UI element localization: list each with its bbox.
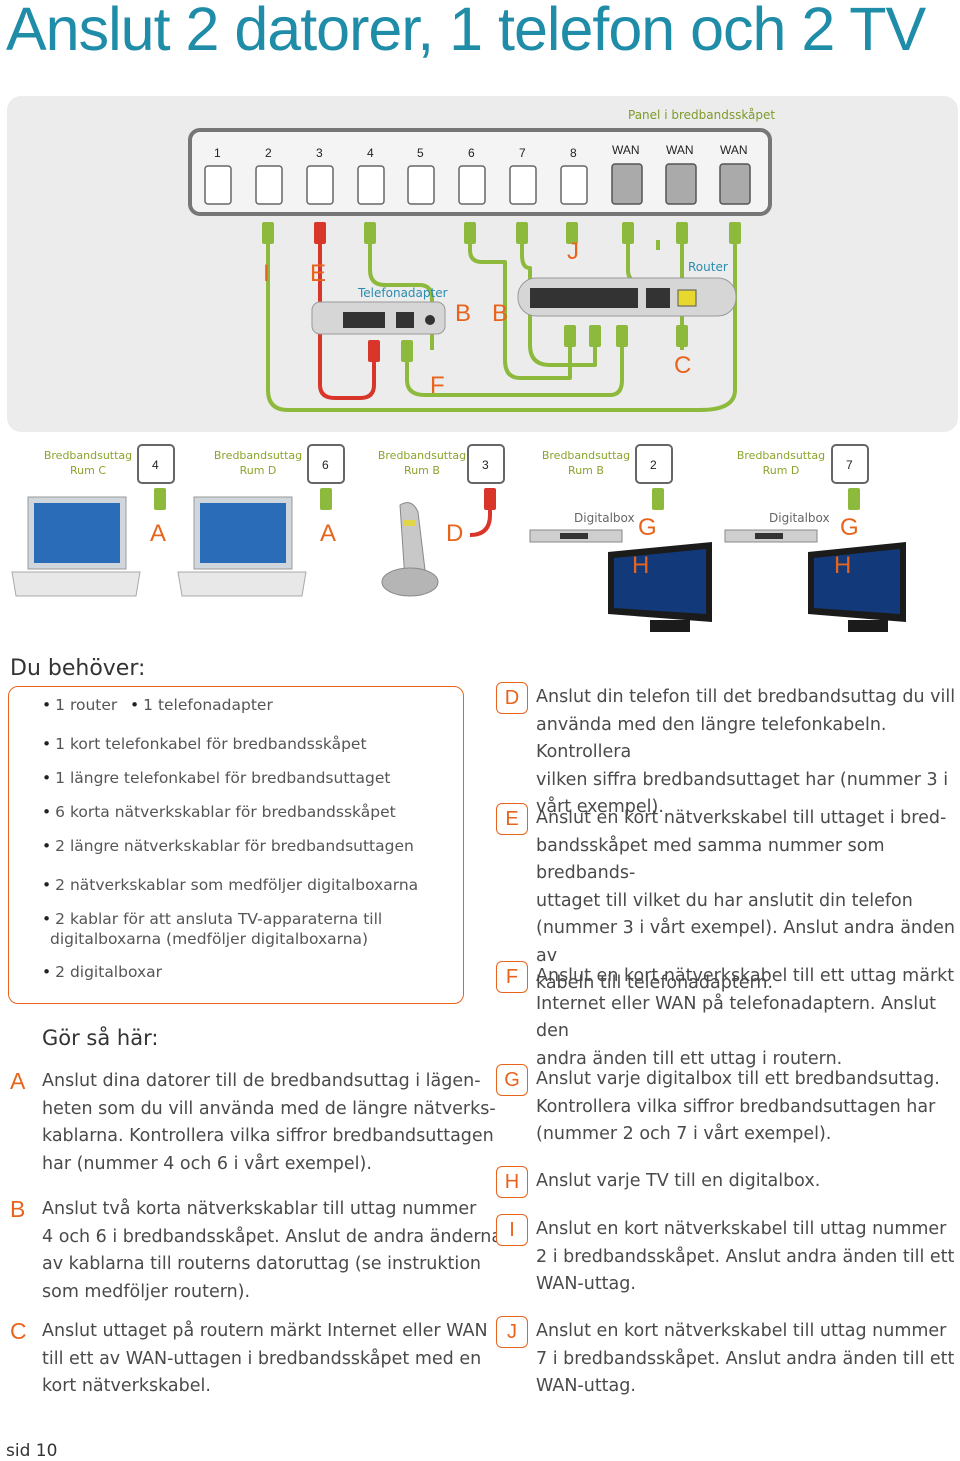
outlet-number: 4	[152, 458, 159, 472]
diagram-letter-g: G	[638, 514, 657, 541]
step-letter-f: F	[496, 961, 528, 993]
step-letter-h: H	[496, 1166, 528, 1198]
requirements-box	[8, 686, 464, 1004]
step-a-text: Anslut dina datorer till de bredbandsutt…	[42, 1071, 496, 1174]
panel-port-number: 5	[417, 146, 424, 160]
adapter-label: Telefonadapter	[358, 286, 448, 300]
page-number: sid 10	[6, 1441, 58, 1461]
outlet-number: 2	[650, 458, 657, 472]
diagram-letter-c: C	[674, 352, 692, 379]
requirement-item-continued: digitalboxarna (medföljer digitalboxarna…	[50, 930, 369, 948]
diagram-letter-e: E	[310, 260, 327, 287]
diagram-letter-a: A	[320, 520, 337, 547]
page-title: Anslut 2 datorer, 1 telefon och 2 TV	[6, 0, 926, 63]
requirement-item: •1 router	[42, 696, 118, 714]
panel-port-number: 2	[265, 146, 272, 160]
step-letter-a: A	[10, 1068, 26, 1094]
outlet-number: 7	[846, 458, 853, 472]
step-i-text: Anslut en kort nätverkskabel till uttag …	[536, 1219, 955, 1294]
step-letter-j: J	[496, 1316, 528, 1348]
diagram-letter-f: F	[430, 372, 445, 399]
panel-port-number: 3	[316, 146, 323, 160]
wan-port-label: WAN	[666, 143, 694, 157]
requirement-item: •1 längre telefonkabel för bredbandsutta…	[42, 769, 391, 787]
requirement-item: •6 korta nätverkskablar för bredbandsskå…	[42, 803, 396, 821]
diagram-letter-d: D	[446, 520, 464, 547]
diagram-letter-b: B	[455, 300, 472, 327]
panel-label: Panel i bredbandsskåpet	[628, 108, 776, 122]
diagram-letter-h: H	[632, 552, 650, 579]
step-letter-b: B	[10, 1196, 26, 1222]
requirement-item: •1 kort telefonkabel för bredbandsskåpet	[42, 735, 367, 753]
step-letter-e: E	[496, 803, 528, 835]
requirement-item: •2 längre nätverkskablar för bredbandsut…	[42, 837, 414, 855]
panel-port-number: 7	[519, 146, 526, 160]
step-b-text: Anslut två korta nätverkskablar till utt…	[42, 1199, 503, 1302]
requirement-item: •2 digitalboxar	[42, 963, 163, 981]
panel-port-number: 8	[570, 146, 577, 160]
panel-port-number: 6	[468, 146, 475, 160]
step-d-text: Anslut din telefon till det bredbandsutt…	[536, 687, 956, 817]
instructions-heading: Gör så här:	[42, 1026, 159, 1050]
panel-port-number: 4	[367, 146, 374, 160]
step-letter-g: G	[496, 1064, 528, 1096]
step-f-text: Anslut en kort nätverkskabel till ett ut…	[536, 966, 955, 1069]
wan-port-label: WAN	[720, 143, 748, 157]
requirement-item: •2 nätverkskablar som medföljer digitalb…	[42, 876, 419, 894]
step-c-text: Anslut uttaget på routern märkt Internet…	[42, 1321, 488, 1396]
step-letter-c: C	[10, 1318, 27, 1344]
telephone-device	[381, 502, 439, 597]
step-g-text: Anslut varje digitalbox till ett bredban…	[536, 1069, 940, 1144]
outlet-number: 6	[322, 458, 329, 472]
diagram-letter-h: H	[834, 552, 852, 579]
laptop-2	[177, 496, 307, 597]
tv-2	[808, 542, 906, 632]
diagram-letter-g: G	[840, 514, 859, 541]
outlet-number: 3	[482, 458, 489, 472]
requirements-heading: Du behöver:	[10, 656, 152, 681]
step-h-text: Anslut varje TV till en digitalbox.	[536, 1171, 821, 1191]
digitalbox-2	[724, 529, 818, 543]
step-letter-i: I	[496, 1214, 528, 1246]
diagram-letter-j: J	[567, 238, 579, 265]
digitalbox-1	[529, 529, 623, 543]
panel-port-number: 1	[214, 146, 221, 160]
router-label: Router	[688, 260, 728, 274]
tv-1	[608, 542, 712, 632]
laptop-1	[11, 496, 141, 597]
requirement-item: •2 kablar för att ansluta TV-apparaterna…	[42, 910, 383, 928]
wan-port-label: WAN	[612, 143, 640, 157]
diagram-letter-i: I	[263, 260, 270, 287]
step-e-text: Anslut en kort nätverkskabel till uttage…	[536, 808, 955, 993]
step-j-text: Anslut en kort nätverkskabel till uttag …	[536, 1321, 955, 1396]
digitalbox-label: Digitalbox	[574, 511, 635, 525]
digitalbox-label: Digitalbox	[769, 511, 830, 525]
requirement-item: •1 telefonadapter	[130, 696, 273, 714]
diagram-letter-b: B	[492, 300, 509, 327]
step-letter-d: D	[496, 682, 528, 714]
connection-diagram	[11, 128, 906, 632]
diagram-letter-a: A	[150, 520, 167, 547]
